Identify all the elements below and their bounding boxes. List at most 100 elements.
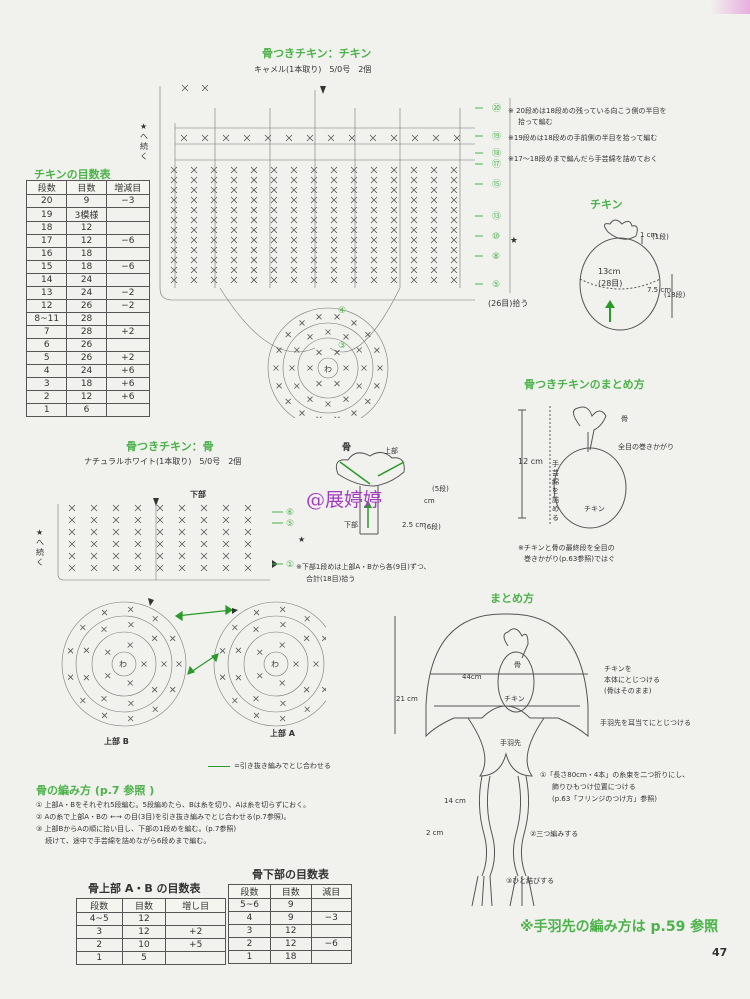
header-stitches: 目数 (66, 180, 107, 195)
assembly-note-2: 巻きかがり(p.63参照)ではぐ (524, 555, 616, 563)
table-cell (310, 898, 353, 912)
table-cell: 18 (66, 247, 107, 261)
row-marker-5: ⑤ (492, 280, 500, 290)
row-marker-19: ⑲ (492, 131, 501, 142)
header-stitches: 目数 (270, 884, 312, 899)
finish-chicken-label: チキン (504, 695, 525, 703)
assembly-chicken-label: チキン (584, 505, 605, 513)
row-marker-17: ⑰ (492, 159, 501, 170)
table-cell: 4 (227, 911, 272, 925)
bone-method-step-3: ③ 上部BからAの順に拾い目し、下部の1段めを編む。(p.7参照) (36, 825, 237, 833)
chicken-figure-title: チキン (590, 198, 623, 211)
hat-finishing-figure (394, 613, 589, 907)
header-change: 増減目 (105, 180, 151, 195)
row-marker-18: ⑱ (492, 148, 501, 159)
page-binding-edge (710, 0, 750, 14)
table-cell: 9 (66, 194, 107, 208)
chicken-continue-label: ★へ続く (140, 122, 148, 161)
table-cell: 13 (25, 286, 68, 300)
finish-bone-label: 骨 (514, 661, 521, 669)
finish-height: 21 cm (396, 695, 418, 703)
table-cell: 3 (25, 377, 68, 391)
chicken-note-3: ※17～18段めまで編んだら手芸綿を詰めておく (508, 155, 658, 163)
table-cell: 18 (270, 950, 312, 964)
finish-fringe-1: ①「長さ80cm・4本」の糸束を二つ折りにし、 (540, 771, 690, 779)
table-cell: 7 (25, 325, 68, 339)
table-cell: −3 (310, 911, 353, 925)
table-cell (105, 403, 151, 417)
table-cell (105, 247, 151, 261)
table-cell (105, 273, 151, 287)
table-cell: 3 (227, 924, 272, 938)
header-rows: 段数 (25, 180, 68, 195)
chicken-stitch-chart: ⑳ ⑲ ⑱ ⑰ ⑮ ⑬ ⑩ ⑧ ⑤ わ ④ ③ ★ (159, 84, 518, 418)
table-cell: 12 (66, 234, 107, 248)
table-cell: 16 (25, 247, 68, 261)
table-cell: +6 (105, 377, 151, 391)
table-cell: 12 (66, 390, 107, 404)
assembly-length: 12 cm (518, 457, 543, 466)
table-cell: 3 (76, 925, 123, 939)
finish-title: まとめ方 (490, 592, 534, 605)
table-cell: 10 (121, 938, 167, 952)
chicken-table-title: チキンの目数表 (34, 168, 111, 181)
table-cell (310, 924, 353, 938)
row-marker-13: ⑬ (492, 211, 501, 222)
bone-continue-label: ★へ続く (36, 528, 44, 567)
table-cell: 2 (227, 937, 272, 951)
bone-chart-title: 骨つきチキン：骨 (126, 440, 214, 453)
assembly-figure (518, 406, 627, 529)
bone-lower-label: 下部 (190, 490, 206, 499)
table-cell (105, 207, 151, 222)
page-number: 47 (712, 946, 728, 959)
chicken-chart-title: 骨つきチキン：チキン (262, 47, 372, 60)
table-cell: 24 (66, 273, 107, 287)
table-cell: 18 (25, 221, 68, 235)
bone-ring-b-center: わ (119, 660, 127, 669)
table-cell: 4 (25, 364, 68, 378)
chicken-star: ★ (510, 236, 518, 246)
bone-lower-cm: 2.5 cm (402, 521, 427, 529)
finish-braid: ②三つ編みする (530, 830, 579, 838)
bone-row-marker-5: ⑤ (286, 519, 294, 529)
assembly-whipstitch: 全目の巻きかがり (618, 443, 674, 451)
table-cell: 17 (25, 234, 68, 248)
chicken-height-rows: (18段) (664, 291, 686, 299)
table-cell: 6 (25, 338, 68, 352)
finish-attach-wing: 手羽先を耳当てにとじつける (600, 719, 691, 727)
table-cell: 5~6 (227, 898, 272, 912)
table-cell: 18 (66, 377, 107, 391)
table-cell: 28 (66, 325, 107, 339)
assembly-stuffing: 手芸綿を詰める (552, 460, 559, 522)
table-cell (165, 951, 226, 965)
finish-width: 44cm (462, 673, 482, 681)
table-cell: 2 (76, 938, 123, 952)
bone-ring-a-center: わ (271, 660, 279, 669)
table-cell: 26 (66, 338, 107, 352)
chicken-height-cm: 7.5 cm (647, 286, 672, 294)
table-cell: 1 (227, 950, 272, 964)
ring-marker-3: ③ (338, 341, 346, 351)
bone-figure-upper: 上部 (384, 447, 398, 455)
table-cell: −3 (105, 194, 151, 208)
finish-fringe-3: (p.63「フリンジのつけ方」参照) (552, 795, 658, 803)
bone-method-step-1: ① 上部A・Bをそれぞれ5段編む。5段編めたら、Bは糸を切り、Aは糸を切らずにお… (36, 801, 311, 809)
table-cell: +2 (105, 325, 151, 339)
bone-shape-figure (335, 452, 405, 535)
row-marker-15: ⑮ (492, 179, 501, 190)
bone-row-marker-6: ⑥ (286, 508, 294, 518)
header-rows: 段数 (227, 884, 272, 899)
table-cell (105, 221, 151, 235)
chicken-top-cm: 1 cm (640, 231, 658, 239)
footer-note: ※手羽先の編み方は p.59 参照 (520, 919, 719, 935)
chicken-shape-figure (579, 219, 673, 331)
